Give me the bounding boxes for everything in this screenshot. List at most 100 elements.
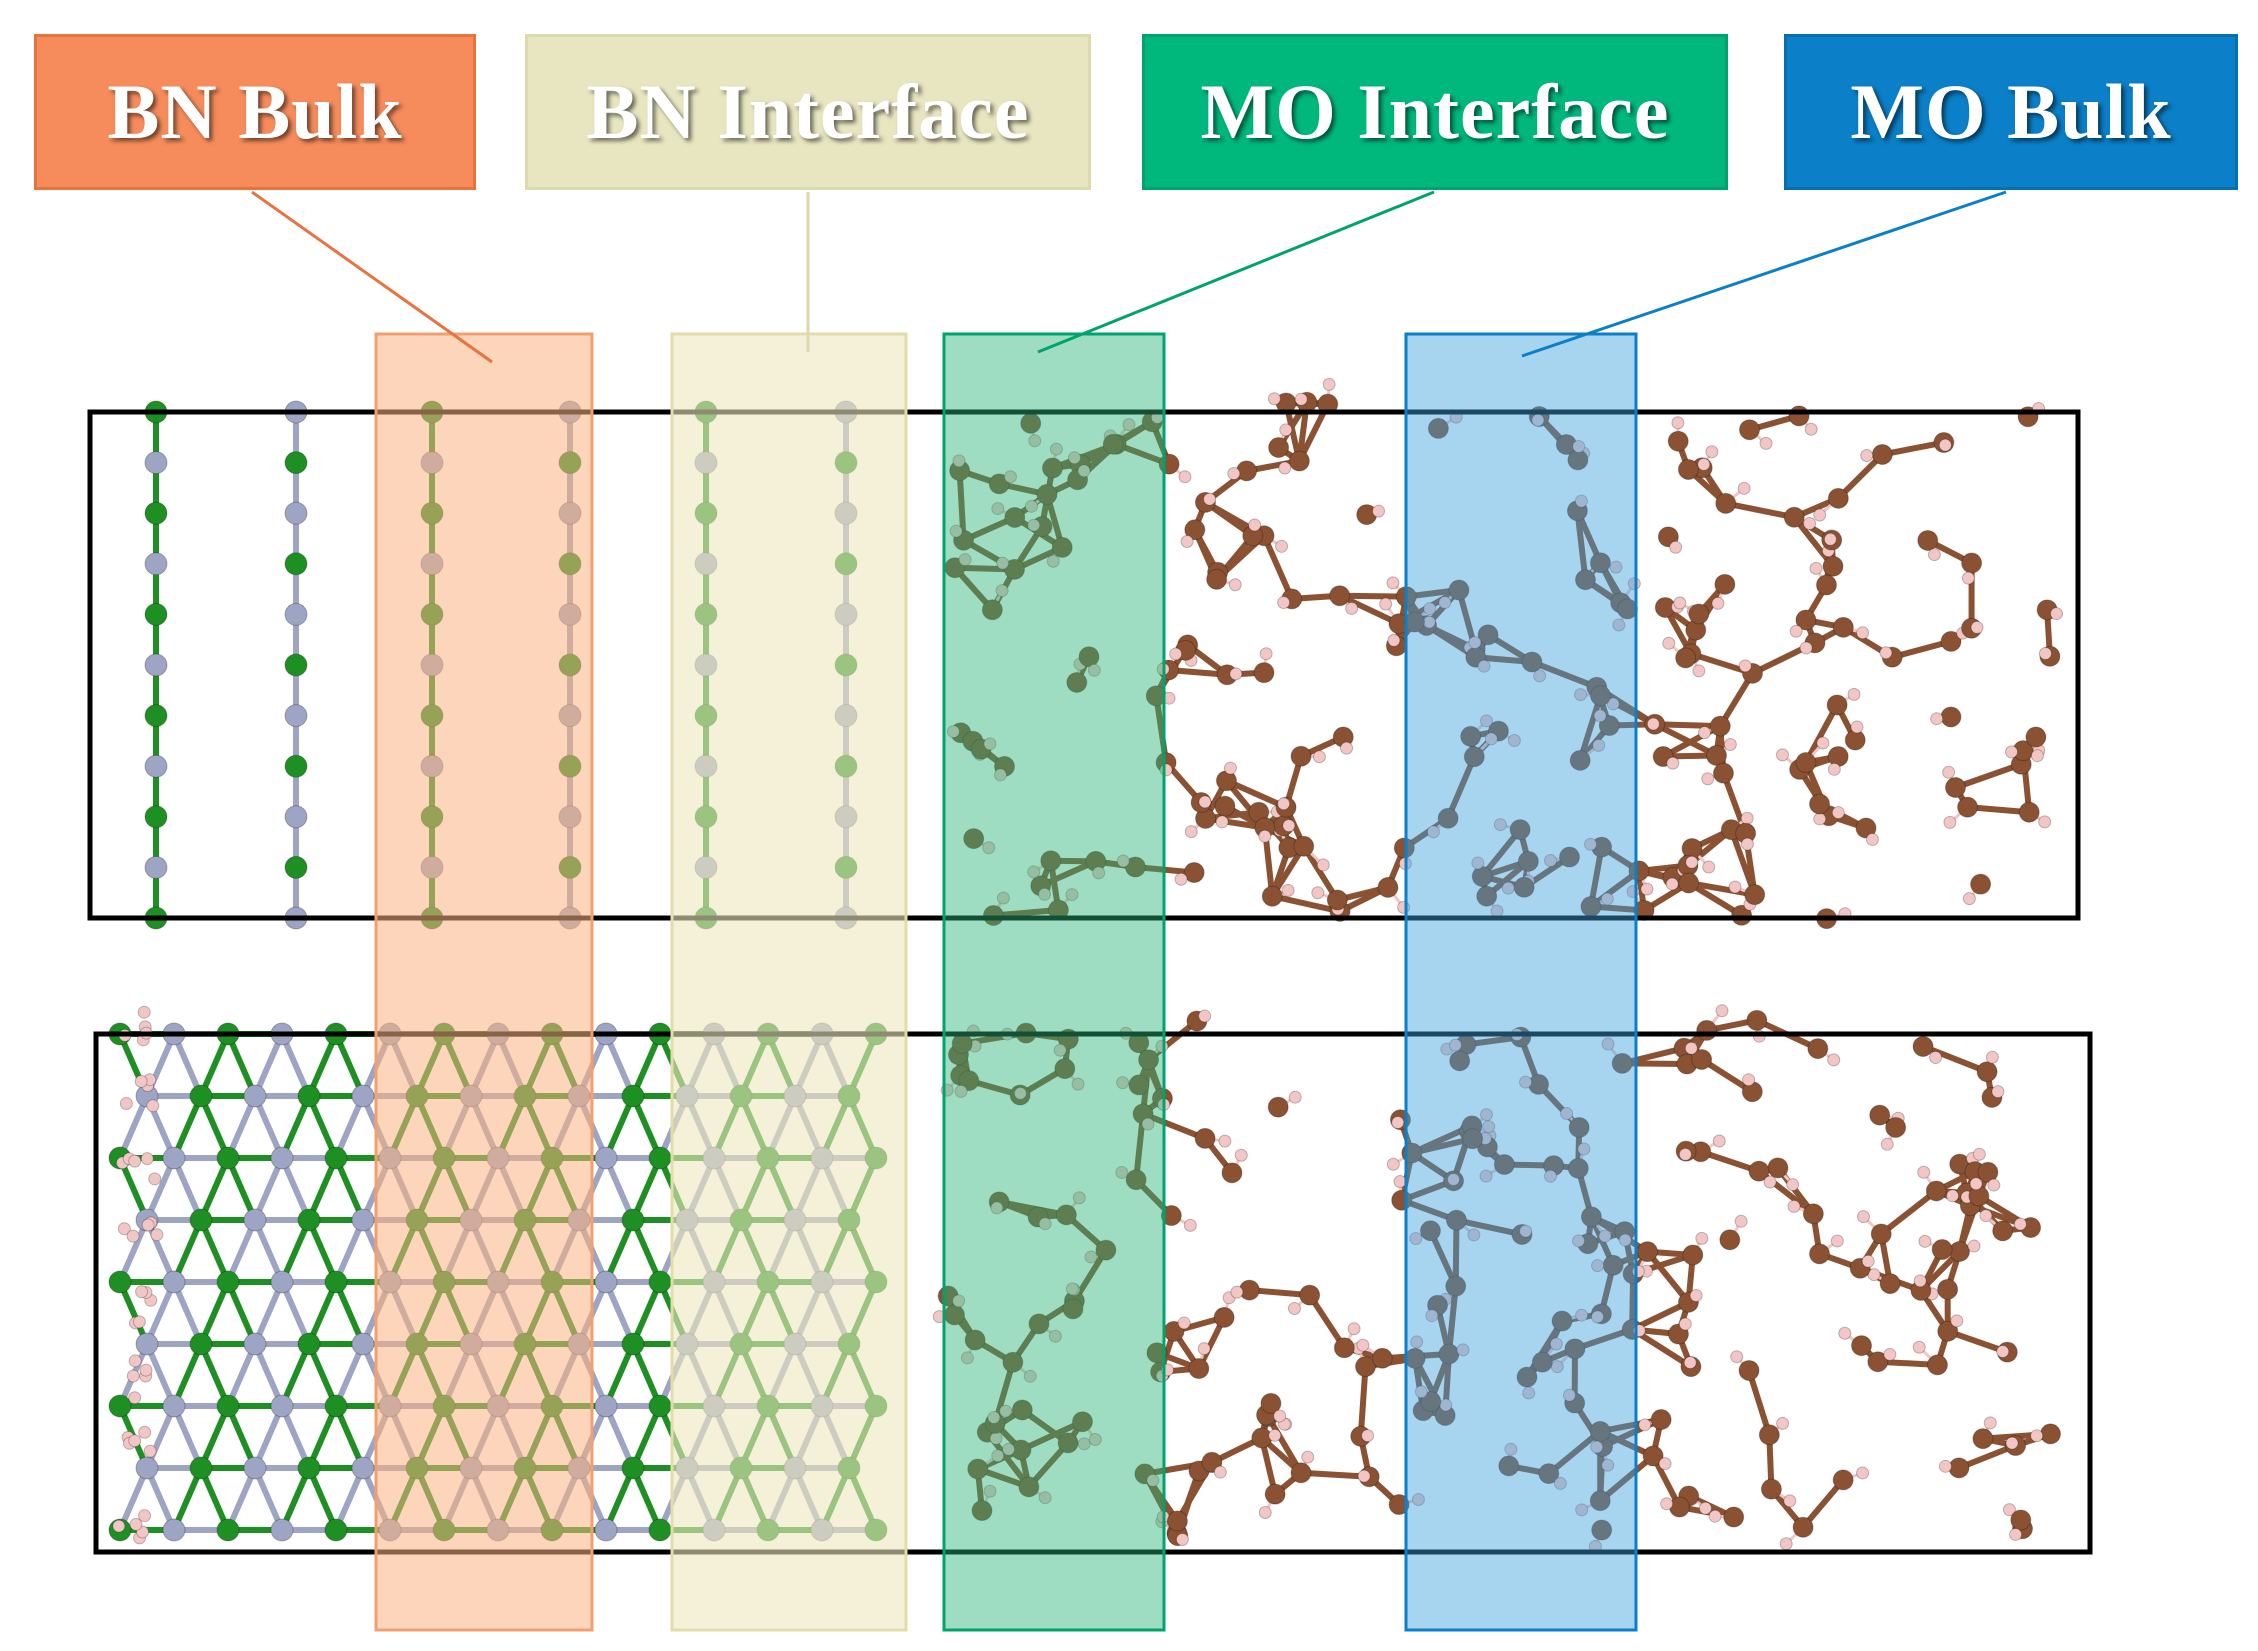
carbon-atom [1580, 1206, 1602, 1228]
bond [1722, 500, 1798, 521]
hydrogen-atom [1484, 732, 1498, 746]
hydrogen-atom [1046, 554, 1060, 568]
boron-atom [144, 805, 168, 829]
bond [1644, 1248, 1692, 1306]
hydrogen-atom [1048, 1329, 1062, 1343]
carbon-atom [1783, 506, 1805, 528]
hydrogen-atom [1880, 1137, 1894, 1151]
bond [117, 1465, 150, 1533]
carbon-atom [1251, 1427, 1273, 1449]
nitrogen-atom [135, 1332, 159, 1356]
hydrogen-atom [1702, 860, 1716, 874]
hydrogen-atom [1002, 1442, 1016, 1456]
hydrogen-atom [126, 1229, 140, 1243]
bond [279, 1279, 312, 1347]
hydrogen-atom [1779, 1537, 1793, 1551]
nitrogen-atom [144, 653, 168, 677]
boron-atom [144, 704, 168, 728]
bond [252, 1217, 285, 1285]
hydrogen-atom [1023, 1369, 1037, 1383]
carbon-atom [1879, 1273, 1901, 1295]
bond [956, 467, 967, 544]
nitrogen-atom [162, 1518, 186, 1542]
carbon-atom [1293, 835, 1315, 857]
boron-atom [108, 1394, 132, 1418]
carbon-atom [1590, 685, 1612, 707]
hydrogen-atom [1477, 659, 1491, 673]
bond [333, 1279, 366, 1347]
carbon-atom [1867, 1351, 1889, 1373]
hydrogen-atom [135, 1285, 149, 1299]
bond [252, 1279, 285, 1347]
bond [1445, 1283, 1459, 1357]
carbon-atom [1290, 745, 1312, 767]
hydrogen-atom [2030, 1429, 2044, 1443]
nitrogen-atom [284, 602, 308, 626]
bond [1835, 451, 1886, 502]
hydrogen-atom [1775, 748, 1789, 762]
bond [279, 1217, 312, 1285]
nitrogen-atom [284, 704, 308, 728]
hydrogen-atom [1077, 1437, 1091, 1451]
bond [1952, 761, 2025, 791]
hydrogen-atom [1917, 1165, 1931, 1179]
carbon-atom [1166, 1510, 1188, 1532]
hydrogen-atom [1856, 1466, 1870, 1480]
bond [1597, 1452, 1657, 1504]
hydrogen-atom [1053, 1043, 1067, 1057]
carbon-atom [1937, 1320, 1959, 1342]
hydrogen-atom [1830, 1234, 1844, 1248]
carbon-atom [1419, 1220, 1441, 1242]
hydrogen-atom [1092, 866, 1106, 880]
bond [630, 1279, 663, 1347]
hydrogen-atom [1372, 504, 1386, 518]
carbon-atom [1637, 1241, 1659, 1263]
bond [198, 1217, 231, 1285]
carbon-atom [1802, 1203, 1824, 1225]
hydrogen-atom [1689, 1288, 1703, 1302]
carbon-atom [1125, 1169, 1147, 1191]
bond [279, 1465, 312, 1533]
nitrogen-atom [594, 1270, 618, 1294]
hydrogen-atom [1591, 1259, 1605, 1273]
hydrogen-atom [150, 1228, 164, 1242]
bond [1791, 514, 1837, 570]
bond [630, 1341, 663, 1409]
carbon-atom [1002, 1351, 1024, 1373]
bond [1246, 1287, 1313, 1299]
carbon-atom [971, 1500, 993, 1522]
hydrogen-atom [1448, 1038, 1462, 1052]
hydrogen-atom [1638, 1418, 1652, 1432]
carbon-atom [1855, 817, 1877, 839]
carbon-atom [1071, 1411, 1093, 1433]
hydrogen-atom [1504, 1442, 1518, 1456]
hydrogen-atom [1787, 1199, 1801, 1213]
bond [144, 1155, 177, 1223]
bond [1697, 1148, 1762, 1175]
hydrogen-atom [1715, 1004, 1729, 1018]
carbon-atom [1184, 519, 1206, 541]
hydrogen-atom [1258, 829, 1272, 843]
bond [1800, 1476, 1847, 1531]
bn-bulk-leader-line [251, 190, 493, 364]
hydrogen-atom [1813, 508, 1827, 522]
bond [1651, 721, 1720, 759]
hydrogen-atom [991, 1449, 1005, 1463]
carbon-atom [1940, 630, 1962, 652]
mo-interface-leader-line [1037, 190, 1435, 354]
carbon-atom [1668, 1496, 1690, 1518]
hydrogen-atom [1411, 1493, 1425, 1507]
bond [225, 1031, 258, 1099]
hydrogen-atom [1584, 837, 1598, 851]
carbon-atom [1066, 671, 1088, 693]
carbon-atom [1388, 1494, 1410, 1516]
carbon-atom [967, 1458, 989, 1480]
carbon-atom [2018, 801, 2040, 823]
hydrogen-atom [993, 768, 1007, 782]
carbon-atom [1746, 1009, 1768, 1031]
bond [630, 1217, 663, 1285]
hydrogen-atom [2005, 1436, 2019, 1450]
hydrogen-atom [991, 502, 1005, 516]
hydrogen-atom [987, 1411, 1001, 1425]
hydrogen-atom [1549, 1337, 1563, 1351]
